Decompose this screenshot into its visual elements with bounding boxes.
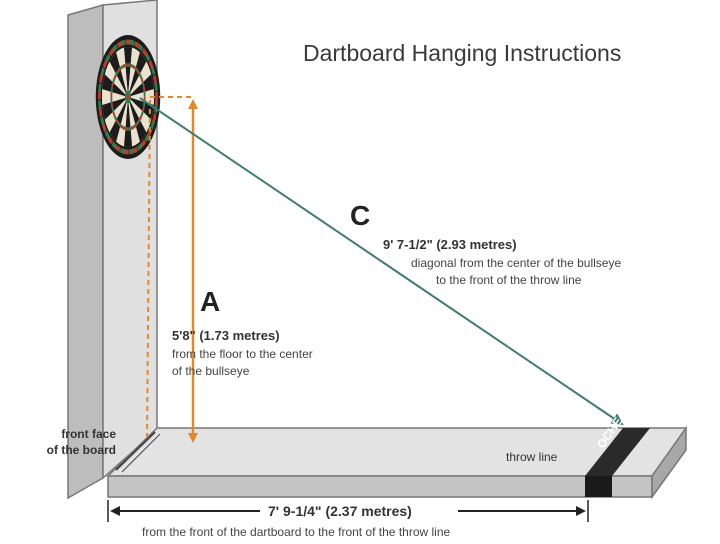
diagonal-description-2: to the front of the throw line <box>436 273 582 287</box>
dartboard-segment <box>128 47 140 97</box>
dartboard-segment <box>128 74 154 97</box>
front-face-line-1: front face <box>61 427 116 441</box>
height-description-2: of the bullseye <box>172 364 250 378</box>
dartboard-segment <box>123 47 133 97</box>
dartboard-segment <box>104 97 128 133</box>
throw-line-label: throw line <box>506 450 558 464</box>
floor-platform <box>106 425 688 500</box>
dartboard-segment <box>128 52 147 97</box>
dartboard-segment <box>102 89 128 105</box>
front-face-line-2: of the board <box>46 443 116 457</box>
dartboard-segment <box>128 97 140 147</box>
dartboard-segment <box>128 97 147 142</box>
dartboard-segment <box>128 89 154 105</box>
dartboard-segment <box>116 47 128 97</box>
dartboard-segment <box>102 74 128 97</box>
diagonal-arrow <box>139 97 624 426</box>
label-a: A <box>200 286 221 317</box>
dartboard-segment <box>104 61 128 97</box>
dartboard-segment <box>128 97 152 133</box>
oche-strip <box>585 428 650 497</box>
height-guides <box>146 96 193 441</box>
page-title: Dartboard Hanging Instructions <box>303 40 622 66</box>
height-value: 5'8" (1.73 metres) <box>172 328 280 343</box>
height-description-1: from the floor to the center <box>172 347 313 361</box>
distance-description: from the front of the dartboard to the f… <box>142 525 451 539</box>
dartboard-segment <box>102 97 128 120</box>
distance-value: 7' 9-1/4" (2.37 metres) <box>268 503 412 519</box>
distance-arrow <box>107 500 589 522</box>
dartboard-segment <box>109 97 128 142</box>
dartboard-segment <box>116 97 128 147</box>
dartboard <box>95 35 161 159</box>
diagonal-value: 9' 7-1/2" (2.93 metres) <box>383 237 517 252</box>
diagonal-description-1: diagonal from the center of the bullseye <box>411 256 622 270</box>
dartboard-segment <box>128 97 154 120</box>
dartboard-segment <box>109 52 128 97</box>
dartboard-segment <box>128 61 152 97</box>
front-face-label: front face of the board <box>38 426 116 458</box>
label-c: C <box>350 200 371 231</box>
dartboard-segment <box>123 97 133 147</box>
